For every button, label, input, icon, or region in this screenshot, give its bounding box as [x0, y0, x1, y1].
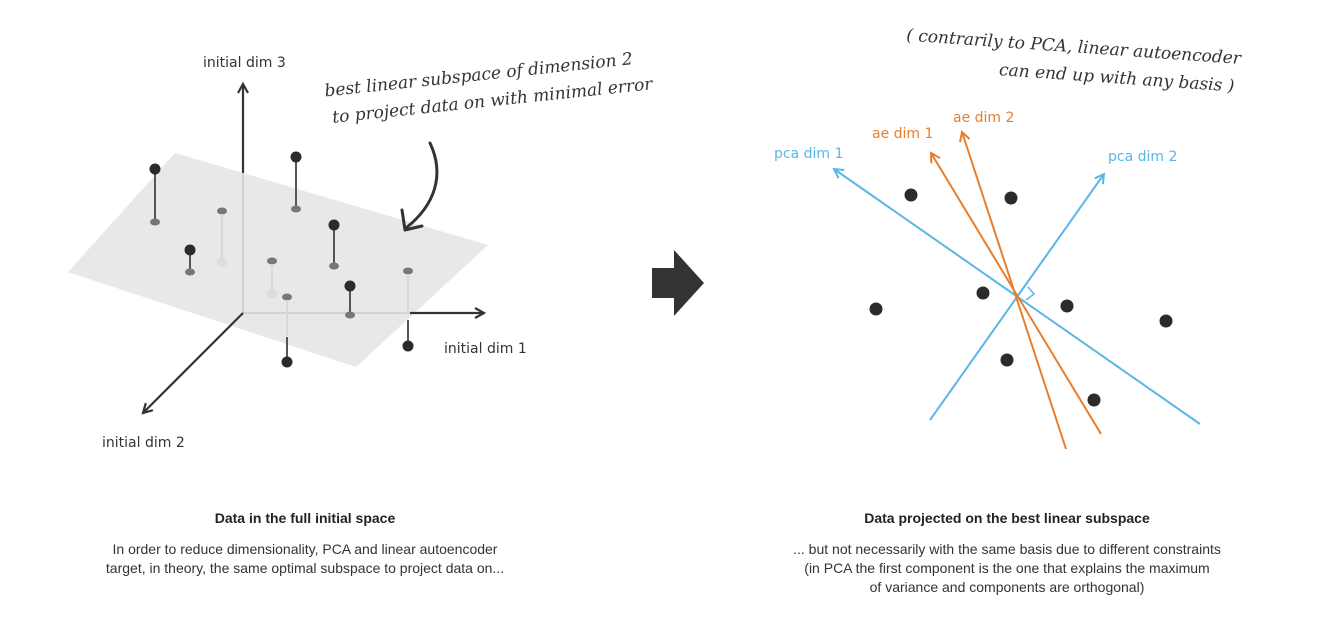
data-point	[1000, 353, 1014, 367]
right-caption-title: Data projected on the best linear subspa…	[864, 510, 1150, 526]
data-point	[1004, 191, 1018, 205]
data-point	[184, 244, 196, 256]
ae-dim2-line	[962, 132, 1067, 450]
axis-label-dim1: initial dim 1	[444, 341, 527, 357]
data-point	[290, 151, 302, 163]
data-point	[869, 302, 883, 316]
label-pca-dim2: pca dim 2	[1108, 149, 1177, 165]
caption-line: target, in theory, the same optimal subs…	[105, 560, 505, 576]
data-point	[402, 340, 414, 352]
label-pca-dim1: pca dim 1	[774, 146, 843, 162]
data-point	[1060, 299, 1074, 313]
data-point	[328, 219, 340, 231]
left-caption: Data in the full initial space In order …	[95, 510, 515, 578]
caption-line: of variance and components are orthogona…	[869, 579, 1145, 595]
caption-line: ... but not necessarily with the same ba…	[793, 541, 1221, 557]
right-caption: Data projected on the best linear subspa…	[752, 510, 1262, 597]
right-angle-marker	[1025, 286, 1036, 301]
right-annotation: ( contrarily to PCA, linear autoencoder …	[906, 26, 1243, 97]
left-3d-plot: initial dim 3 initial dim 1 initial dim …	[68, 49, 655, 451]
data-points-above	[149, 151, 356, 319]
data-point	[1087, 393, 1101, 407]
data-point	[976, 286, 990, 300]
caption-line: In order to reduce dimensionality, PCA a…	[112, 541, 498, 557]
left-caption-title: Data in the full initial space	[214, 510, 396, 526]
label-ae-dim1: ae dim 1	[872, 126, 933, 142]
right-arrow-icon	[652, 250, 704, 316]
right-caption-body: ... but not necessarily with the same ba…	[752, 540, 1262, 597]
data-point	[1159, 314, 1173, 328]
annotation-pointer-arrow	[404, 141, 439, 230]
data-point	[281, 356, 293, 368]
subspace-plane	[68, 153, 488, 367]
axis-label-dim3: initial dim 3	[203, 55, 286, 71]
axis-label-dim2: initial dim 2	[102, 435, 185, 451]
left-caption-body: In order to reduce dimensionality, PCA a…	[95, 540, 515, 578]
annotation-line-1: ( contrarily to PCA, linear autoencoder	[906, 26, 1243, 69]
data-points-below	[217, 207, 414, 368]
projected-points	[869, 188, 1173, 407]
data-point	[344, 280, 356, 292]
label-ae-dim2: ae dim 2	[953, 110, 1014, 126]
right-2d-plot: pca dim 1 pca dim 2 ae dim 1 ae dim 2 ( …	[774, 26, 1243, 450]
caption-line: (in PCA the first component is the one t…	[804, 560, 1210, 576]
axis-dim2	[143, 312, 244, 413]
data-point	[904, 188, 918, 202]
left-annotation: best linear subspace of dimension 2 to p…	[324, 49, 655, 128]
data-point	[149, 163, 161, 175]
